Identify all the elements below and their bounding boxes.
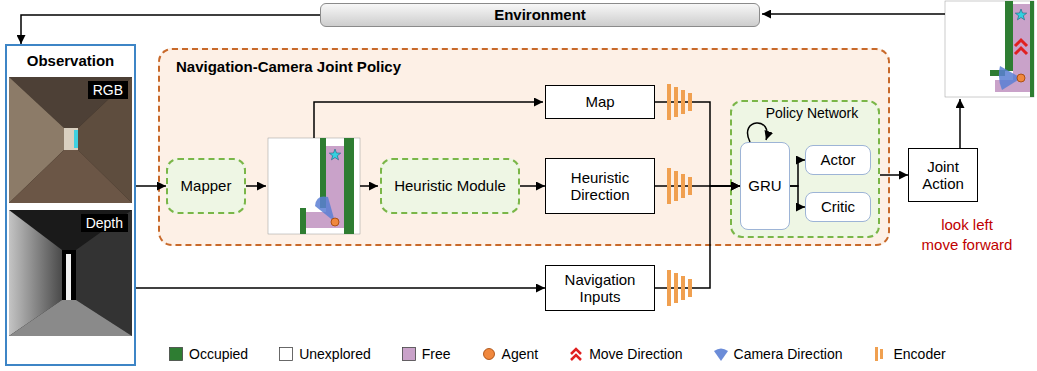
legend-swatch bbox=[278, 346, 294, 362]
connector-arrow bbox=[21, 15, 320, 44]
action-label: look left bbox=[900, 216, 1034, 233]
legend-text: Move Direction bbox=[589, 346, 682, 362]
node-text: RGB bbox=[88, 81, 128, 99]
node-text: Heuristic Module bbox=[394, 177, 506, 194]
network-region: GRU ActorCritic Policy Network bbox=[730, 100, 880, 238]
connector-arrow bbox=[790, 160, 805, 186]
connector-arrow bbox=[880, 174, 908, 176]
map-image bbox=[268, 138, 360, 234]
next-map-image bbox=[945, 1, 1034, 97]
gru-box: GRU bbox=[740, 142, 790, 230]
input-box: Heuristic Direction bbox=[545, 158, 655, 214]
node-text: Navigation Inputs bbox=[551, 271, 649, 306]
node-text: Actor bbox=[820, 151, 855, 168]
legend-item: Camera Direction bbox=[713, 346, 843, 362]
input-box: Map bbox=[545, 85, 655, 119]
encoder-icon bbox=[667, 84, 692, 120]
color-swatch bbox=[402, 348, 415, 361]
node-text: Critic bbox=[821, 198, 855, 215]
rgb-image bbox=[9, 77, 132, 203]
node-text: Depth bbox=[81, 214, 128, 232]
legend: Occupied Unexplored Free Agent Move Directio… bbox=[168, 346, 946, 362]
depth-image bbox=[9, 210, 132, 336]
encoder-symbol bbox=[875, 347, 883, 361]
connector-arrow bbox=[136, 287, 545, 289]
legend-swatch bbox=[713, 346, 729, 362]
node-text: Joint Action bbox=[914, 158, 972, 193]
head-box: Critic bbox=[805, 192, 871, 222]
agent-symbol bbox=[483, 349, 494, 360]
connector-arrow bbox=[136, 185, 166, 187]
layout-arrows bbox=[246, 14, 960, 186]
legend-item: Free bbox=[401, 346, 451, 362]
connector-arrow bbox=[790, 186, 805, 207]
node-text: Map bbox=[585, 93, 614, 110]
connector-arrow bbox=[520, 185, 545, 187]
node-text: Policy Network bbox=[732, 102, 878, 121]
move-symbol bbox=[571, 349, 581, 360]
legend-item: Occupied bbox=[168, 346, 248, 362]
legend-text: Unexplored bbox=[299, 346, 371, 362]
environment-box: Environment bbox=[320, 3, 760, 27]
node-text: Mapper bbox=[181, 177, 232, 194]
camera-symbol bbox=[714, 349, 728, 362]
legend-item: Agent bbox=[481, 346, 539, 362]
head-box: Actor bbox=[805, 145, 871, 175]
node-text: Environment bbox=[494, 6, 586, 23]
module-box: Mapper bbox=[166, 158, 246, 214]
node-text: GRU bbox=[748, 177, 781, 194]
legend-text: Agent bbox=[502, 346, 539, 362]
input-box: Navigation Inputs bbox=[545, 265, 655, 311]
legend-swatch bbox=[481, 346, 497, 362]
legend-text: Free bbox=[422, 346, 451, 362]
node-text: Heuristic Direction bbox=[551, 169, 649, 204]
legend-item: Move Direction bbox=[568, 346, 682, 362]
color-swatch bbox=[170, 348, 183, 361]
node-text: Navigation-Camera Joint Policy bbox=[160, 50, 888, 75]
color-swatch bbox=[280, 348, 293, 361]
action-box: Joint Action bbox=[908, 148, 978, 202]
legend-swatch bbox=[872, 346, 888, 362]
module-box: Heuristic Module bbox=[380, 158, 520, 214]
encoder-icon bbox=[667, 270, 692, 306]
legend-item: Encoder bbox=[872, 346, 945, 362]
legend-text: Occupied bbox=[189, 346, 248, 362]
legend-text: Encoder bbox=[893, 346, 945, 362]
legend-text: Camera Direction bbox=[734, 346, 843, 362]
legend-swatch bbox=[568, 346, 584, 362]
encoder-icon bbox=[667, 168, 692, 204]
legend-item: Unexplored bbox=[278, 346, 371, 362]
node-text: Observation bbox=[7, 46, 134, 69]
legend-swatch bbox=[168, 346, 184, 362]
action-label: move forward bbox=[900, 236, 1034, 253]
legend-swatch bbox=[401, 346, 417, 362]
